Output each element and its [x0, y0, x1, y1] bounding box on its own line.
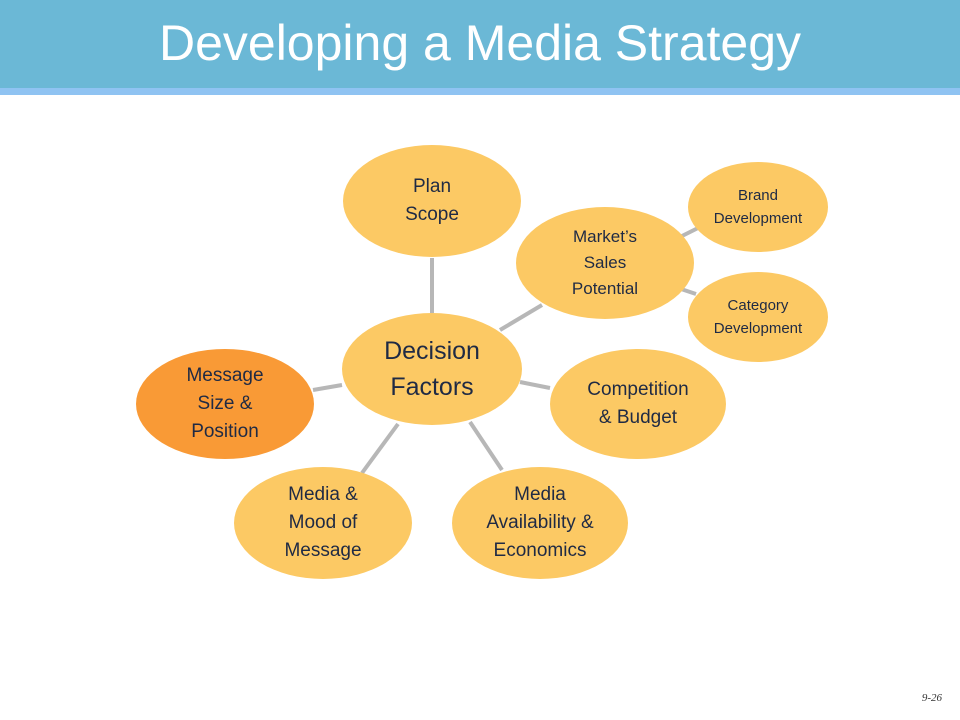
node-brand-development: Brand Development	[688, 162, 828, 252]
node-label: Competition & Budget	[587, 379, 689, 428]
node-decision-factors: Decision Factors	[342, 313, 522, 425]
connector-message-size	[312, 383, 343, 392]
node-message-size-position: Message Size & Position	[136, 349, 314, 459]
page-number: 9-26	[921, 692, 942, 704]
title-rule	[0, 88, 960, 95]
node-media-mood: Media & Mood of Message	[234, 467, 412, 579]
node-label: Market’s Sales Potential	[571, 227, 639, 298]
node-markets-sales-potential: Market’s Sales Potential	[516, 207, 694, 319]
node-category-development: Category Development	[688, 272, 828, 362]
node-label: Brand Development	[713, 187, 803, 227]
node-label: Plan Scope	[405, 176, 459, 225]
slide-title: Developing a Media Strategy	[158, 15, 802, 71]
connector-media-availability	[468, 420, 504, 472]
node-label: Message Size & Position	[186, 365, 264, 442]
node-label: Category Development	[713, 297, 803, 337]
node-plan-scope: Plan Scope	[343, 145, 521, 257]
title-bar	[0, 0, 960, 88]
node-label: Media Availability & Economics	[486, 484, 594, 561]
connector-competition	[519, 380, 551, 390]
node-label: Decision Factors	[384, 337, 480, 401]
connector-media-mood	[360, 422, 400, 475]
connector-markets-sales	[498, 303, 544, 332]
node-label: Media & Mood of Message	[284, 484, 362, 561]
node-media-availability: Media Availability & Economics	[452, 467, 628, 579]
node-competition-budget: Competition & Budget	[550, 349, 726, 459]
